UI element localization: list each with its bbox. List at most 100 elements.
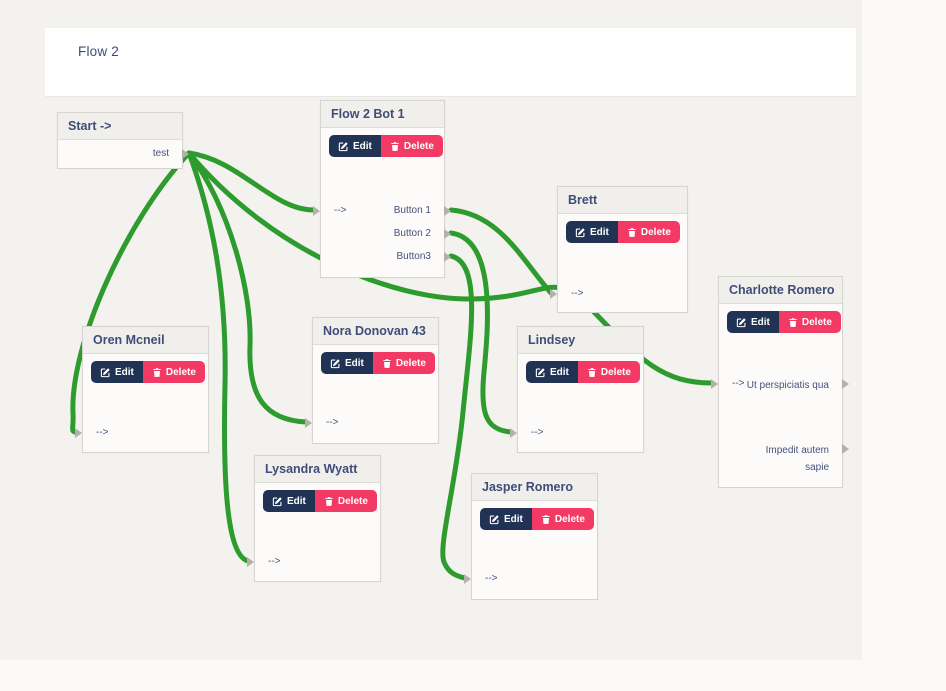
delete-button-label: Delete [165, 366, 196, 378]
input-port-label: --> [326, 417, 339, 428]
output-port-icon[interactable] [182, 149, 189, 159]
edit-button[interactable]: Edit [526, 361, 578, 383]
node-title: Oren Mcneil [83, 327, 208, 354]
edit-button[interactable]: Edit [727, 311, 779, 333]
edit-pencil-icon [338, 141, 348, 151]
input-port-icon[interactable] [550, 289, 557, 299]
edge-start.test-to-flow2bot1.in[interactable] [186, 150, 317, 213]
edit-button[interactable]: Edit [480, 508, 532, 530]
edit-button-label: Edit [353, 140, 372, 152]
output-port-label: Button 1 [393, 205, 431, 216]
delete-button[interactable]: Delete [617, 221, 680, 243]
input-port-icon[interactable] [75, 428, 82, 438]
node-body: Edit Delete --> [550, 214, 687, 312]
delete-button-label: Delete [403, 140, 434, 152]
edit-pencil-icon [489, 514, 499, 524]
output-port-icon[interactable] [444, 206, 451, 216]
node-body: Edit Delete --> [305, 345, 438, 443]
output-port-label: Button3 [396, 251, 431, 262]
node-actions: Edit Delete [263, 490, 377, 512]
edit-button[interactable]: Edit [329, 135, 381, 157]
trash-icon [153, 367, 161, 377]
node-actions: Edit Delete [329, 135, 443, 157]
input-port-icon[interactable] [313, 206, 320, 216]
flow-header-bar: Flow 2 [45, 28, 856, 97]
edit-button[interactable]: Edit [321, 352, 373, 374]
input-port-icon[interactable] [305, 418, 312, 428]
edit-button[interactable]: Edit [91, 361, 143, 383]
trash-icon [789, 317, 797, 327]
output-port-label: Button 2 [393, 228, 431, 239]
input-port-icon[interactable] [510, 428, 517, 438]
node-title: Lysandra Wyatt [255, 456, 380, 483]
flow-node-start[interactable]: Start -> test [57, 112, 189, 169]
node-actions: Edit Delete [727, 311, 841, 333]
edge-start.test-to-oren.in[interactable] [70, 150, 192, 435]
delete-button[interactable]: Delete [142, 361, 205, 383]
delete-button[interactable]: Delete [380, 135, 443, 157]
delete-button[interactable]: Delete [577, 361, 640, 383]
flow-node-oren[interactable]: Oren Mcneil Edit Delete --> [75, 326, 209, 453]
delete-button[interactable]: Delete [778, 311, 841, 333]
output-port-label: Ut perspiciatis qua [746, 380, 829, 391]
output-port-icon[interactable] [842, 379, 849, 389]
edge-flow2bot1.button1-to-brett.in[interactable] [448, 207, 554, 296]
trash-icon [383, 358, 391, 368]
node-title: Jasper Romero [472, 474, 597, 501]
flow-node-flow2bot1[interactable]: Flow 2 Bot 1 Edit Delete --> Button 1 Button… [313, 100, 451, 278]
node-body: Edit Delete --> Button 1 Button 2 Button3 [313, 128, 451, 277]
edge-start.test-to-lysandra.in[interactable] [186, 150, 251, 564]
node-title: Brett [558, 187, 687, 214]
edge-flow2bot1.button2-to-lindsey.in[interactable] [448, 230, 514, 435]
input-port-label: --> [96, 427, 109, 438]
input-port-icon[interactable] [711, 379, 718, 389]
output-port-icon[interactable] [842, 444, 849, 454]
output-port-icon[interactable] [444, 229, 451, 239]
delete-button-label: Delete [801, 316, 832, 328]
input-port-label: --> [571, 288, 584, 299]
edit-pencil-icon [100, 367, 110, 377]
edge-flow2bot1.button3-to-jasper.in[interactable] [440, 253, 475, 581]
node-actions: Edit Delete [566, 221, 680, 243]
edge-start.test-to-nora.in[interactable] [186, 150, 309, 425]
edit-button-label: Edit [550, 366, 569, 378]
node-title: Flow 2 Bot 1 [321, 101, 444, 128]
edit-pencil-icon [575, 227, 585, 237]
flow-node-brett[interactable]: Brett Edit Delete --> [550, 186, 688, 313]
trash-icon [588, 367, 596, 377]
delete-button-label: Delete [395, 357, 426, 369]
delete-button[interactable]: Delete [531, 508, 594, 530]
input-port-label: --> [485, 573, 498, 584]
input-port-icon[interactable] [464, 574, 471, 584]
edit-pencil-icon [330, 358, 340, 368]
edit-button[interactable]: Edit [566, 221, 618, 243]
edit-button-label: Edit [504, 513, 523, 525]
node-body: test [58, 140, 189, 168]
input-port-label: --> [334, 205, 347, 216]
node-title: Charlotte Romero [719, 277, 842, 304]
trash-icon [628, 227, 636, 237]
flow-node-jasper[interactable]: Jasper Romero Edit Delete --> [464, 473, 598, 600]
node-title: Start -> [58, 113, 182, 140]
edit-button-label: Edit [115, 366, 134, 378]
output-port-icon[interactable] [444, 252, 451, 262]
node-actions: Edit Delete [91, 361, 205, 383]
delete-button[interactable]: Delete [314, 490, 377, 512]
delete-button-label: Delete [337, 495, 368, 507]
edit-button[interactable]: Edit [263, 490, 315, 512]
node-actions: Edit Delete [480, 508, 594, 530]
delete-button-label: Delete [600, 366, 631, 378]
delete-button[interactable]: Delete [372, 352, 435, 374]
input-port-icon[interactable] [247, 557, 254, 567]
trash-icon [542, 514, 550, 524]
output-port-label: test [152, 148, 169, 159]
trash-icon [325, 496, 333, 506]
edit-button-label: Edit [590, 226, 609, 238]
